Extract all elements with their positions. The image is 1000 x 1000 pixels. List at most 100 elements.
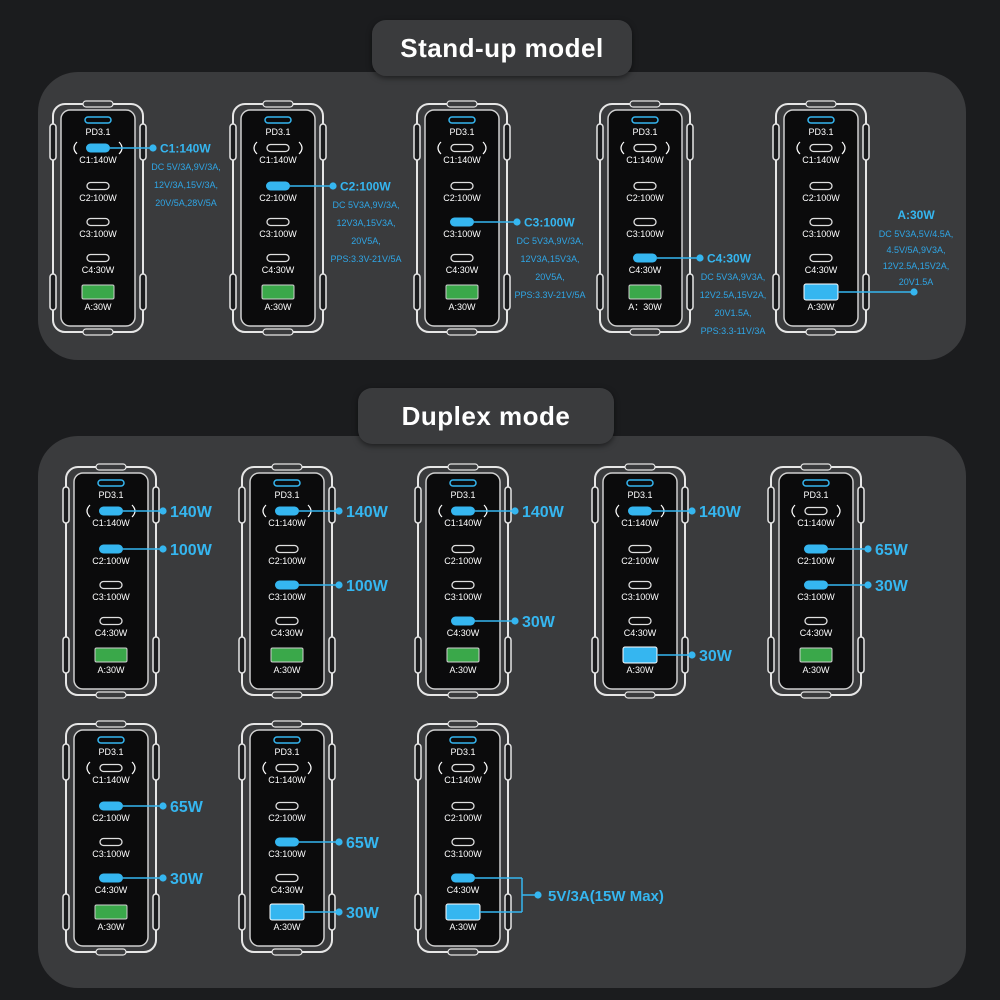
shell-tab-right bbox=[504, 743, 512, 781]
shell-peg-top bbox=[629, 100, 661, 108]
pd-bracket-left bbox=[438, 504, 443, 518]
indicator-light bbox=[631, 116, 659, 124]
shell-peg-top bbox=[446, 100, 478, 108]
pd-label: PD3.1 bbox=[265, 127, 290, 137]
a-port-label: A:30W bbox=[273, 922, 301, 932]
c4-port-label: C4:30W bbox=[271, 628, 304, 638]
indicator-light bbox=[449, 479, 477, 487]
callout-dot bbox=[159, 802, 167, 810]
standup-spec-line: DC 5V3A,9V/3A, bbox=[516, 236, 583, 246]
c4-port-label: C4:30W bbox=[447, 628, 480, 638]
standup-spec-line: 12V3A,15V3A, bbox=[336, 218, 395, 228]
a-port-label: A:30W bbox=[626, 665, 654, 675]
usb-a-port-active bbox=[622, 646, 658, 664]
c1-port-label: C1:140W bbox=[797, 518, 835, 528]
usb-c-port-c3 bbox=[633, 217, 657, 227]
pd-bracket-left bbox=[86, 504, 91, 518]
a-port-label: A:30W bbox=[84, 302, 112, 312]
usb-a-port bbox=[270, 647, 304, 663]
c2-port-label: C2:100W bbox=[268, 556, 306, 566]
c3-port-label: C3:100W bbox=[268, 849, 306, 859]
pd-label: PD3.1 bbox=[450, 490, 475, 500]
c1-port-label: C1:140W bbox=[443, 155, 481, 165]
standup-spec-line: 20V1.5A bbox=[899, 277, 934, 287]
shell-peg-bottom bbox=[629, 328, 661, 336]
usb-c-port-c4-active bbox=[99, 873, 123, 883]
usb-a-port bbox=[94, 904, 128, 920]
shell-peg-top bbox=[447, 463, 479, 471]
shell-tab-right bbox=[504, 486, 512, 524]
pd-bracket-right bbox=[841, 141, 846, 155]
c2-port-label: C2:100W bbox=[626, 193, 664, 203]
shell-tab-left bbox=[238, 743, 246, 781]
usb-c-port-c2-active bbox=[266, 181, 290, 191]
usb-c-port-c3 bbox=[451, 580, 475, 590]
shell-tab-right-lower bbox=[504, 636, 512, 674]
usb-c-port-c2 bbox=[809, 181, 833, 191]
standup-spec-line: 12V2.5A,15V2A, bbox=[700, 290, 767, 300]
standup-spec-line: PPS:3.3V-21V/5A bbox=[330, 254, 401, 264]
a-port-label: A:30W bbox=[97, 922, 125, 932]
usb-c-port-c4-active bbox=[633, 253, 657, 263]
c2-port-label: C2:100W bbox=[268, 813, 306, 823]
shell-tab-left bbox=[591, 486, 599, 524]
standup-spec-line: PPS:3.3-11V/3A bbox=[701, 326, 766, 336]
standup-callout-title: A:30W bbox=[897, 208, 935, 222]
usb-c-port-c2-active bbox=[99, 801, 123, 811]
c3-port-label: C3:100W bbox=[79, 229, 117, 239]
callout-dot bbox=[688, 507, 696, 515]
standup-spec-line: 20V/5A,28V/5A bbox=[155, 198, 217, 208]
standup-spec-line: 20V1.5A, bbox=[714, 308, 751, 318]
usb-c-port-c2 bbox=[450, 181, 474, 191]
c4-port-label: C4:30W bbox=[446, 265, 479, 275]
shell-peg-bottom bbox=[446, 328, 478, 336]
c2-port-label: C2:100W bbox=[92, 556, 130, 566]
shell-peg-bottom bbox=[805, 328, 837, 336]
standup-callout-title: C4:30W bbox=[707, 252, 752, 266]
c2-port-label: C2:100W bbox=[621, 556, 659, 566]
c3-port-label: C3:100W bbox=[802, 229, 840, 239]
c4-port-label: C4:30W bbox=[800, 628, 833, 638]
callout-dot bbox=[696, 254, 704, 262]
c1-port-label: C1:140W bbox=[268, 518, 306, 528]
c2-port-label: C2:100W bbox=[259, 193, 297, 203]
duplex-callout-text: 30W bbox=[522, 614, 556, 631]
pd-bracket-left bbox=[262, 504, 267, 518]
c1-port-label: C1:140W bbox=[79, 155, 117, 165]
shell-tab-left-lower bbox=[414, 636, 422, 674]
usb-c-port-c1 bbox=[275, 763, 299, 773]
indicator-light bbox=[807, 116, 835, 124]
shell-peg-bottom bbox=[271, 691, 303, 699]
duplex-section-title: Duplex mode bbox=[358, 388, 614, 444]
a-port-label: A:30W bbox=[802, 665, 830, 675]
usb-a-port-active bbox=[803, 283, 839, 301]
duplex-callout-text: 140W bbox=[522, 504, 565, 521]
a-port-label: A:30W bbox=[273, 665, 301, 675]
shell-tab-right bbox=[152, 743, 160, 781]
pd-label: PD3.1 bbox=[98, 490, 123, 500]
c4-port-label: C4:30W bbox=[262, 265, 295, 275]
shell-peg-bottom bbox=[95, 691, 127, 699]
c1-port-label: C1:140W bbox=[259, 155, 297, 165]
shell-tab-left-lower bbox=[238, 636, 246, 674]
pd-label: PD3.1 bbox=[274, 747, 299, 757]
shell-peg-top bbox=[447, 720, 479, 728]
duplex-callout-text: 30W bbox=[346, 905, 380, 922]
usb-a-port bbox=[81, 284, 115, 300]
shell-tab-left-lower bbox=[62, 636, 70, 674]
shell-tab-left-lower bbox=[591, 636, 599, 674]
shell-peg-top bbox=[271, 463, 303, 471]
shell-peg-bottom bbox=[262, 328, 294, 336]
indicator-light bbox=[273, 479, 301, 487]
usb-a-port bbox=[261, 284, 295, 300]
usb-c-port-c2 bbox=[451, 801, 475, 811]
callout-dot bbox=[335, 581, 343, 589]
usb-c-port-c3 bbox=[628, 580, 652, 590]
pd-bracket-right bbox=[482, 141, 487, 155]
